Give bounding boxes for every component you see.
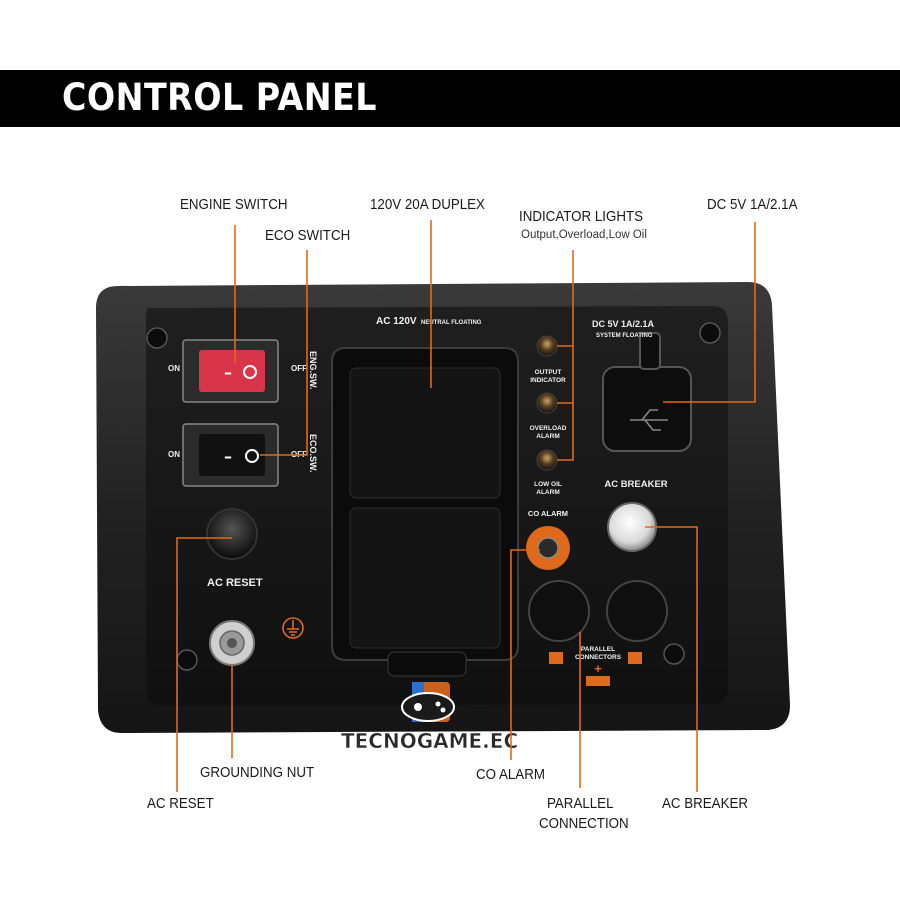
- gamepad-logo-icon: [401, 682, 455, 722]
- panel-dc-label: DC 5V 1A/2.1A: [592, 319, 655, 329]
- ac-reset-button: [206, 508, 258, 560]
- svg-text:–: –: [224, 363, 232, 382]
- ac-breaker-callout: AC BREAKER: [662, 796, 749, 812]
- ground-symbol-icon: [282, 617, 304, 639]
- parallel-connector-cap-left: [528, 580, 590, 642]
- watermark-text: TECNOGAME.EC: [341, 729, 518, 753]
- grounding-nut-callout: GROUNDING NUT: [200, 765, 315, 781]
- parallel-callout-line2: CONNECTION: [539, 816, 629, 832]
- engine-switch-rocker: [199, 350, 265, 392]
- eco-on-label: ON: [168, 450, 180, 459]
- eco-switch-rocker: [199, 434, 265, 476]
- engine-on-label: ON: [168, 364, 180, 373]
- output-indicator-led: [536, 335, 558, 357]
- eco-sw-label: ECO.SW.: [308, 434, 318, 473]
- panel-co-alarm-label: CO ALARM: [528, 509, 568, 518]
- system-floating-label: SYSTEM FLOATING: [596, 333, 653, 339]
- low-oil-label-2: ALARM: [536, 489, 559, 496]
- parallel-plus-label: +: [594, 661, 602, 676]
- screw-icon: [146, 322, 721, 671]
- dc-callout: DC 5V 1A/2.1A: [707, 197, 798, 213]
- panel-ac-reset-label: AC RESET: [207, 577, 263, 589]
- parallel-connector-cap-right: [606, 580, 668, 642]
- ac-reset-callout: AC RESET: [147, 796, 214, 812]
- indicator-lights-subtitle: Output,Overload,Low Oil: [521, 229, 647, 241]
- low-oil-alarm-led: [536, 449, 558, 471]
- overload-label-2: ALARM: [536, 433, 559, 440]
- parallel-label-1: PARALLEL: [581, 646, 615, 653]
- usb-port-cover: [602, 366, 692, 452]
- engine-switch-callout: ENGINE SWITCH: [180, 197, 288, 213]
- indicator-lights-callout: INDICATOR LIGHTS: [519, 209, 644, 225]
- output-ind-label-1: OUTPUT: [535, 369, 562, 376]
- low-oil-label-1: LOW OIL: [534, 481, 562, 488]
- overload-label-1: OVERLOAD: [530, 425, 567, 432]
- co-alarm-callout: CO ALARM: [476, 767, 545, 783]
- usb-icon: [630, 409, 668, 431]
- overload-alarm-led: [536, 392, 558, 414]
- svg-text:–: –: [224, 447, 232, 466]
- duplex-callout: 120V 20A DUPLEX: [370, 197, 485, 213]
- eng-sw-label: ENG.SW.: [308, 351, 318, 390]
- engine-off-label: OFF: [291, 364, 307, 373]
- parallel-label-2: CONNECTORS: [575, 654, 622, 661]
- title-banner: CONTROL PANEL: [0, 70, 900, 127]
- output-ind-label-2: INDICATOR: [530, 377, 566, 384]
- ac-120v-label: AC 120V: [376, 316, 417, 327]
- banner-title: CONTROL PANEL: [62, 76, 377, 119]
- eco-switch-callout: ECO SWITCH: [265, 228, 351, 244]
- parallel-callout-line1: PARALLEL: [547, 796, 614, 812]
- neutral-floating-label: NEUTRAL FLOATING: [421, 320, 482, 326]
- panel-ac-breaker-label: AC BREAKER: [604, 479, 667, 490]
- leader-lines: [176, 220, 756, 792]
